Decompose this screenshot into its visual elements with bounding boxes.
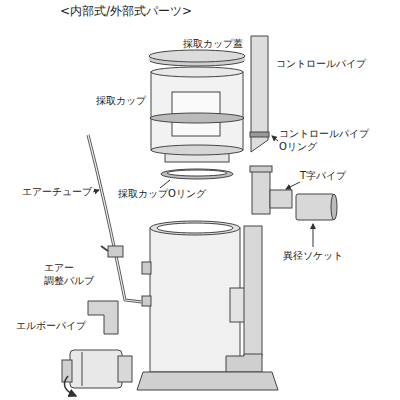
part-label: 採取カップ蓋 <box>183 38 243 51</box>
part-label: エアーチューブ <box>22 186 92 199</box>
part-label: コントロールパイプ Oリング <box>279 128 373 153</box>
part-label: T字パイプ <box>300 170 346 183</box>
part-label: エアー 調整バルブ <box>44 262 98 287</box>
part-label: コントロールパイプ <box>276 58 366 71</box>
part-label: 異径ソケット <box>283 250 343 263</box>
diagram-title: <内部式/外部式パーツ> <box>60 4 192 19</box>
part-label: 採取カップ <box>96 95 146 108</box>
part-label: エルボーパイプ <box>16 320 86 333</box>
part-label: 採取カップOリング <box>118 188 206 201</box>
